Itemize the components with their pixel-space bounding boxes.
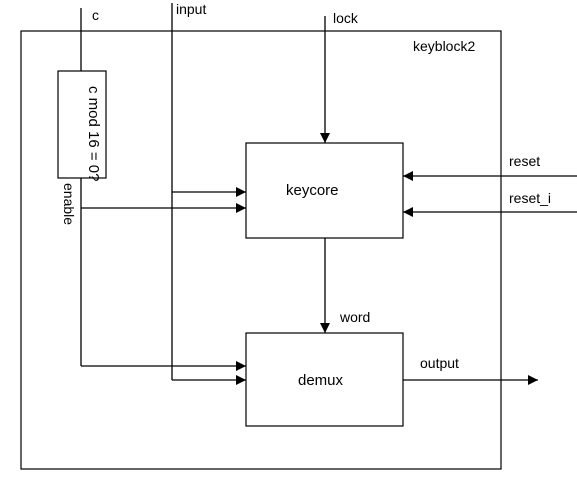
keyblock2-container [20,30,502,470]
keycore-block [245,142,404,239]
input-label: input [176,1,206,17]
lock-label: lock [333,10,359,26]
reset-i-label: reset_i [509,190,551,206]
output-label: output [420,355,459,371]
word-label: word [339,309,370,325]
reset-label: reset [509,153,540,169]
enable-label: enable [61,183,77,225]
c-input-label: c [92,7,99,23]
counter-check-block [57,70,107,179]
counter-check-label: c mod 16 = 0? [85,86,102,181]
keyblock2-title: keyblock2 [413,38,475,54]
keycore-label: keycore [286,182,339,199]
demux-label: demux [298,372,344,389]
